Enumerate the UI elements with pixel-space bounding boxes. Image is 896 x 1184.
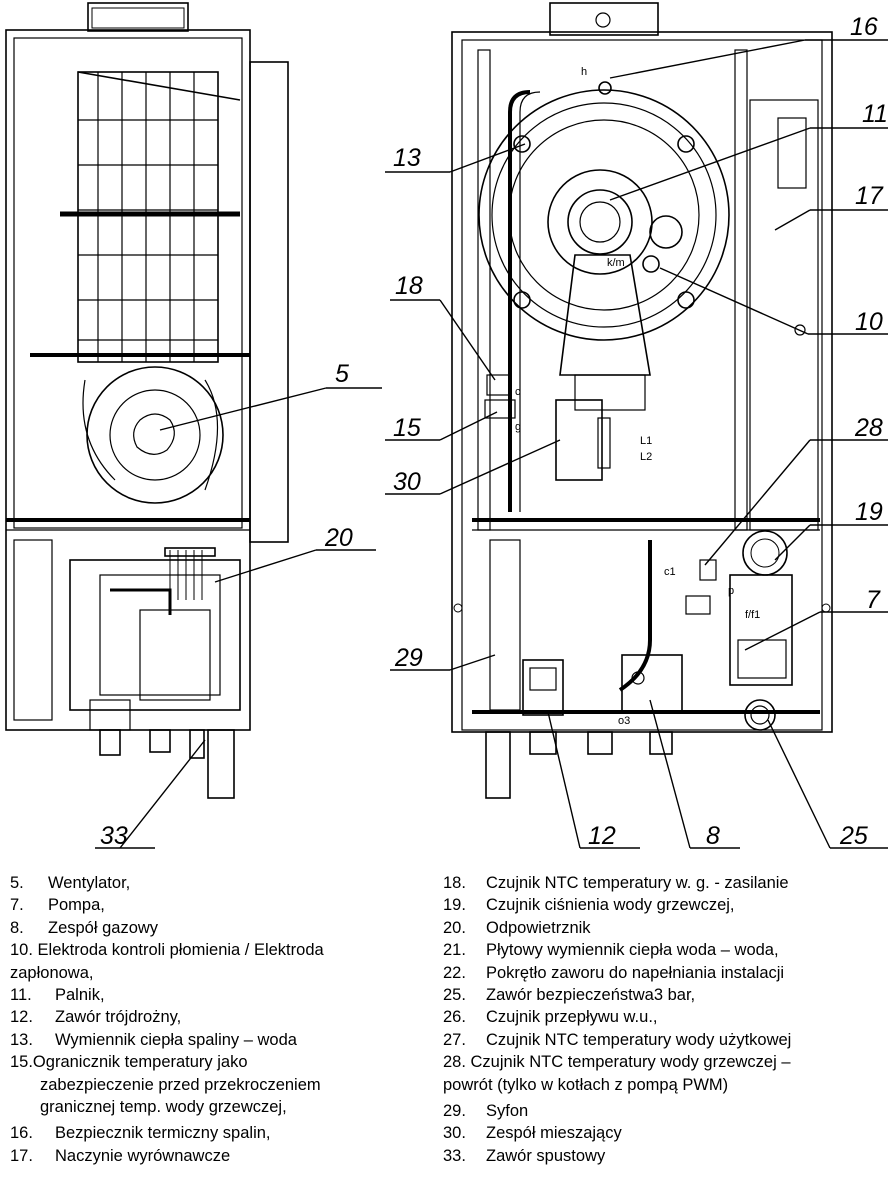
legend-item-8: 8.Zespół gazowy xyxy=(10,918,159,937)
legend-item-16: 16.Bezpiecznik termiczny spalin, xyxy=(10,1124,271,1143)
callout-12: 12 xyxy=(588,822,616,850)
inline-labels: h k/m c g L1 L2 c1 p f/f1 o3 xyxy=(515,66,760,727)
callout-13: 13 xyxy=(393,144,421,172)
legend-item-22: 22.Pokrętło zaworu do napełniania instal… xyxy=(443,963,785,982)
callout-16: 16 xyxy=(850,13,878,41)
callout-5: 5 xyxy=(335,360,349,388)
callout-20: 20 xyxy=(324,524,353,552)
legend-item-5: 5.Wentylator, xyxy=(10,874,131,892)
legend-item-13: 13.Wymiennik ciepła spaliny – woda xyxy=(10,1030,297,1049)
callout-30: 30 xyxy=(393,468,421,496)
callout-19: 19 xyxy=(855,498,883,526)
label-c: c xyxy=(515,386,521,398)
callout-8: 8 xyxy=(706,822,720,850)
legend-item-10: 10. Elektroda kontroli płomienia / Elekt… xyxy=(10,941,324,982)
label-L2: L2 xyxy=(640,451,652,463)
label-c1: c1 xyxy=(664,566,676,578)
label-ff1: f/f1 xyxy=(745,609,760,621)
callout-numbers: 16 11 13 17 10 5 18 15 30 28 19 20 7 29 … xyxy=(100,13,888,850)
boiler-diagram: 16 11 13 17 10 5 18 15 30 28 19 20 7 29 … xyxy=(5,2,888,850)
legend-item-30: 30.Zespół mieszający xyxy=(443,1124,622,1143)
front-view xyxy=(451,2,833,799)
legend-item-28: 28. Czujnik NTC temperatury wody grzewcz… xyxy=(443,1053,791,1094)
label-o3: o3 xyxy=(618,715,630,727)
legend-item-12: 12.Zawór trójdrożny, xyxy=(10,1008,182,1027)
label-g: g xyxy=(515,421,521,433)
legend-item-29: 29.Syfon xyxy=(443,1102,529,1121)
legend-item-7: 7.Pompa, xyxy=(10,896,105,915)
legend-item-21: 21.Płytowy wymiennik ciepła woda – woda, xyxy=(443,941,779,960)
label-km: k/m xyxy=(607,257,625,269)
label-h: h xyxy=(581,66,587,78)
callout-7: 7 xyxy=(866,586,881,614)
callout-15: 15 xyxy=(393,414,421,442)
legend-left: 5.Wentylator, 7.Pompa, 8.Zespół gazowy 1… xyxy=(10,872,430,1167)
callout-28: 28 xyxy=(854,414,883,442)
legend-item-33: 33.Zawór spustowy xyxy=(443,1146,606,1165)
legend-item-25: 25.Zawór bezpieczeństwa3 bar, xyxy=(443,986,696,1005)
callout-11: 11 xyxy=(862,100,888,128)
callout-29: 29 xyxy=(394,644,423,672)
legend-item-11: 11.Palnik, xyxy=(10,986,105,1005)
label-L1: L1 xyxy=(640,435,652,447)
legend-item-18: 18.Czujnik NTC temperatury w. g. - zasil… xyxy=(443,874,789,892)
callout-18: 18 xyxy=(395,272,423,300)
legend-item-19: 19.Czujnik ciśnienia wody grzewczej, xyxy=(443,896,735,915)
callout-25: 25 xyxy=(839,822,868,850)
legend-item-27: 27.Czujnik NTC temperatury wody użytkowe… xyxy=(443,1030,792,1049)
legend-item-26: 26.Czujnik przepływu w.u., xyxy=(443,1008,658,1027)
legend-item-20: 20.Odpowietrznik xyxy=(443,918,591,937)
callout-33: 33 xyxy=(100,822,128,850)
callout-10: 10 xyxy=(855,308,883,336)
legend-right: 18.Czujnik NTC temperatury w. g. - zasil… xyxy=(443,872,893,1167)
legend-item-17: 17.Naczynie wyrównawcze xyxy=(10,1146,231,1165)
leader-lines xyxy=(95,39,888,849)
label-p: p xyxy=(728,585,734,597)
callout-17: 17 xyxy=(855,182,884,210)
side-view xyxy=(5,2,289,799)
